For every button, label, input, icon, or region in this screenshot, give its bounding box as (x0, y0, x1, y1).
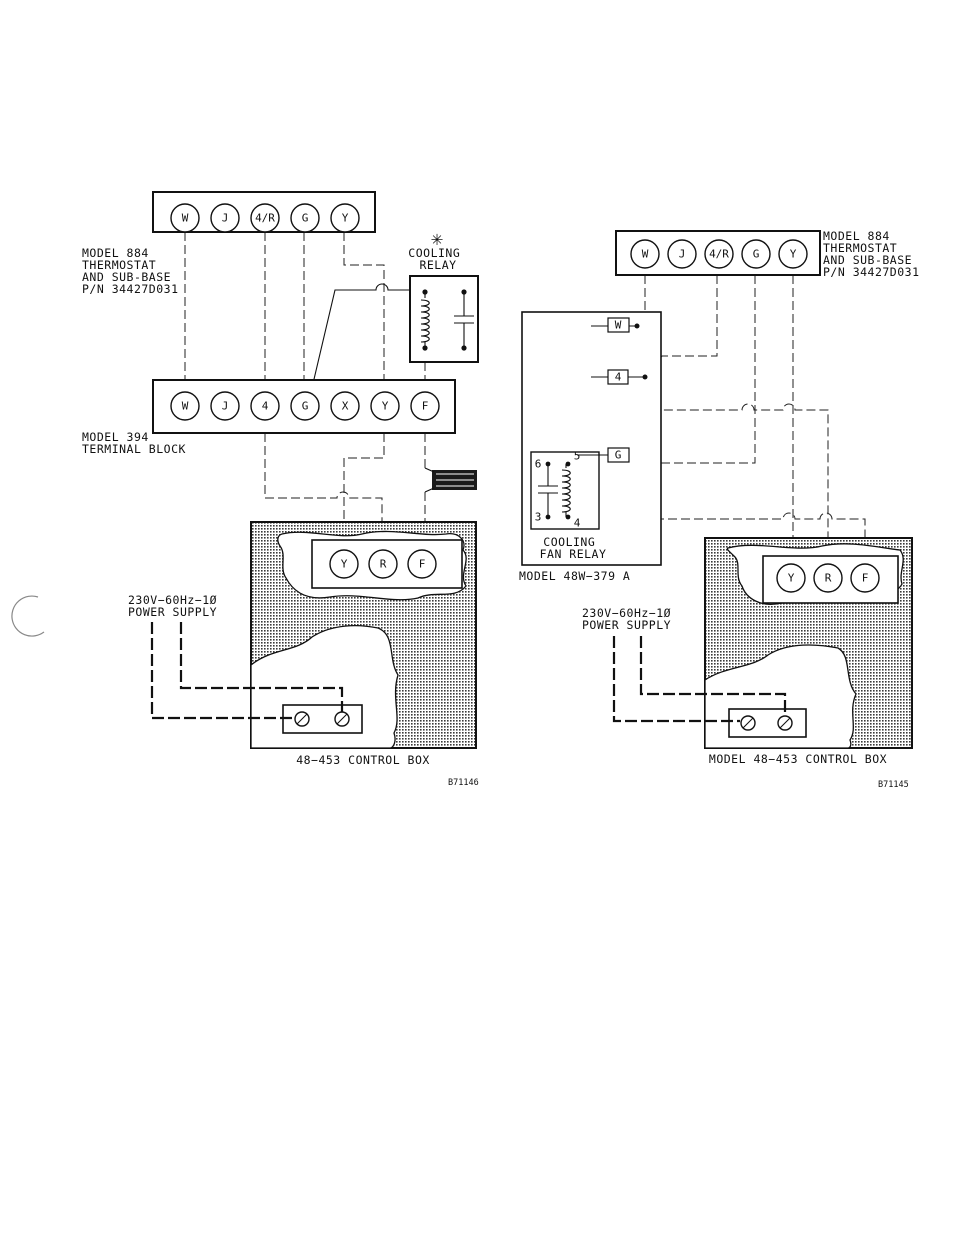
terminal-block-terminal-w: W (170, 391, 200, 421)
right-control-box-terminal-label: F (862, 572, 869, 585)
left-thermostat-terminal-w: W (170, 203, 200, 233)
right-power-supply: 230V−60Hz−1Ø POWER SUPPLY (582, 606, 787, 723)
left-control-box-terminal-r: R (368, 549, 398, 579)
terminal-block-terminal-f: F (410, 391, 440, 421)
terminal-block-terminal-y: Y (370, 391, 400, 421)
left-control-box-terminal-label: Y (341, 558, 348, 571)
left-control-box-terminal-f: F (407, 549, 437, 579)
relay-pin-5: 5 (574, 450, 581, 463)
right-thermostat-terminal-j: J (667, 239, 697, 269)
right-control-box-terminal-r: R (813, 563, 843, 593)
left-power-screw-terminals (294, 711, 350, 727)
terminal-block-terminal-4: 4 (250, 391, 280, 421)
relay-coil-icon (420, 289, 430, 351)
left-wiring-diagram: W J 4/R G Y MODEL 884 THERMOSTAT AND SUB-BAS… (82, 191, 479, 788)
left-control-box-label: 48−453 CONTROL BOX (296, 753, 430, 767)
right-wires (577, 275, 866, 567)
left-thermostat-terminal-label: W (182, 212, 189, 225)
left-control-box-terminal-label: F (419, 558, 426, 571)
left-thermostat-terminal-y: Y (330, 203, 360, 233)
relay-pin-4: 4 (574, 517, 581, 530)
right-thermostat-terminal-g: G (741, 239, 771, 269)
svg-text:W: W (615, 319, 622, 332)
terminal-block-terminal-label: J (222, 400, 229, 413)
svg-text:4: 4 (615, 371, 622, 384)
left-thermostat-terminal-label: Y (342, 212, 349, 225)
right-thermostat-terminal-y: Y (778, 239, 808, 269)
left-cooling-relay: ✳ COOLING RELAY (408, 226, 479, 363)
relay-pin-6: 6 (535, 458, 542, 471)
left-thermostat-terminal-j: J (210, 203, 240, 233)
left-power-supply-label: 230V−60Hz−1Ø POWER SUPPLY (128, 593, 225, 619)
left-control-box-terminal-y: Y (329, 549, 359, 579)
terminal-block-terminal-j: J (210, 391, 240, 421)
left-terminal-block: W J 4 G X Y F MODEL 394 TERMINAL BLOCK (82, 379, 456, 456)
right-power-supply-label: 230V−60Hz−1Ø POWER SUPPLY (582, 606, 679, 632)
left-thermostat-terminal-label: G (302, 212, 309, 225)
right-power-screw-terminals (740, 715, 793, 731)
right-thermostat-terminal-label: G (753, 248, 760, 261)
relay-pin-3: 3 (535, 511, 542, 524)
right-control-box-terminal-f: F (850, 563, 880, 593)
fan-relay-model-label: MODEL 48W−379 A (519, 569, 630, 583)
fan-relay-label: COOLING FAN RELAY (540, 535, 607, 561)
terminal-block-terminal-label: X (342, 400, 349, 413)
fan-relay-capacitor-icon (538, 461, 558, 520)
right-control-box-label: MODEL 48−453 CONTROL BOX (709, 752, 887, 766)
right-control-box: Y R F MODEL 48−453 CONTROL BOX (704, 537, 913, 766)
left-thermostat-terminal-label: J (222, 212, 229, 225)
right-thermostat-terminal-4r: 4/R (704, 239, 734, 269)
left-wires (184, 232, 426, 547)
right-control-box-terminal-label: Y (788, 572, 795, 585)
terminal-block-terminal-g: G (290, 391, 320, 421)
right-figure-code: B71145 (878, 780, 909, 790)
right-control-box-terminal-y: Y (776, 563, 806, 593)
terminal-block-terminal-label: F (422, 400, 429, 413)
fan-relay-coil-icon (561, 461, 571, 520)
right-thermostat-terminal-label: 4/R (709, 248, 729, 261)
right-thermostat-terminal-label: J (679, 248, 686, 261)
relay-capacitor-icon (454, 289, 474, 351)
wire-nut-icon (424, 467, 477, 493)
right-thermostat-terminal-w: W (630, 239, 660, 269)
left-thermostat-label: MODEL 884 THERMOSTAT AND SUB-BASE P/N 34… (82, 246, 179, 296)
terminal-block-terminal-label: W (182, 400, 189, 413)
terminal-block-terminal-x: X (330, 391, 360, 421)
left-figure-code: B71146 (448, 778, 479, 788)
left-thermostat-terminal-g: G (290, 203, 320, 233)
asterisk-note-icon: ✳ (431, 226, 443, 250)
right-wiring-diagram: W J 4/R G Y MODEL 884 THERMOSTAT AND SUB-BAS… (519, 229, 920, 790)
punch-hole (11, 595, 45, 637)
right-thermostat-terminal-label: Y (790, 248, 797, 261)
right-control-box-terminal-label: R (825, 572, 832, 585)
right-thermostat: W J 4/R G Y MODEL 884 THERMOSTAT AND SUB-BAS… (615, 229, 920, 279)
right-thermostat-terminal-label: W (642, 248, 649, 261)
terminal-block-terminal-label: G (302, 400, 309, 413)
left-thermostat: W J 4/R G Y MODEL 884 THERMOSTAT AND SUB-BAS… (82, 191, 376, 296)
cooling-relay-label: COOLING RELAY (408, 246, 467, 272)
left-control-box: Y R F 48−453 CONTROL BOX (250, 521, 477, 767)
fan-relay-terminal-w (607, 317, 630, 333)
svg-text:G: G (615, 449, 622, 462)
left-control-box-terminal-label: R (380, 558, 387, 571)
left-thermostat-terminal-label: 4/R (255, 212, 275, 225)
terminal-block-terminal-label: Y (382, 400, 389, 413)
left-thermostat-terminal-4r: 4/R (250, 203, 280, 233)
right-thermostat-label: MODEL 884 THERMOSTAT AND SUB-BASE P/N 34… (823, 229, 920, 279)
terminal-block-label: MODEL 394 TERMINAL BLOCK (82, 430, 186, 456)
terminal-block-terminal-label: 4 (262, 400, 269, 413)
right-fan-relay-box: W 4 G 6 5 3 4 COOLING (519, 311, 662, 583)
left-power-supply: 230V−60Hz−1Ø POWER SUPPLY (128, 593, 344, 720)
